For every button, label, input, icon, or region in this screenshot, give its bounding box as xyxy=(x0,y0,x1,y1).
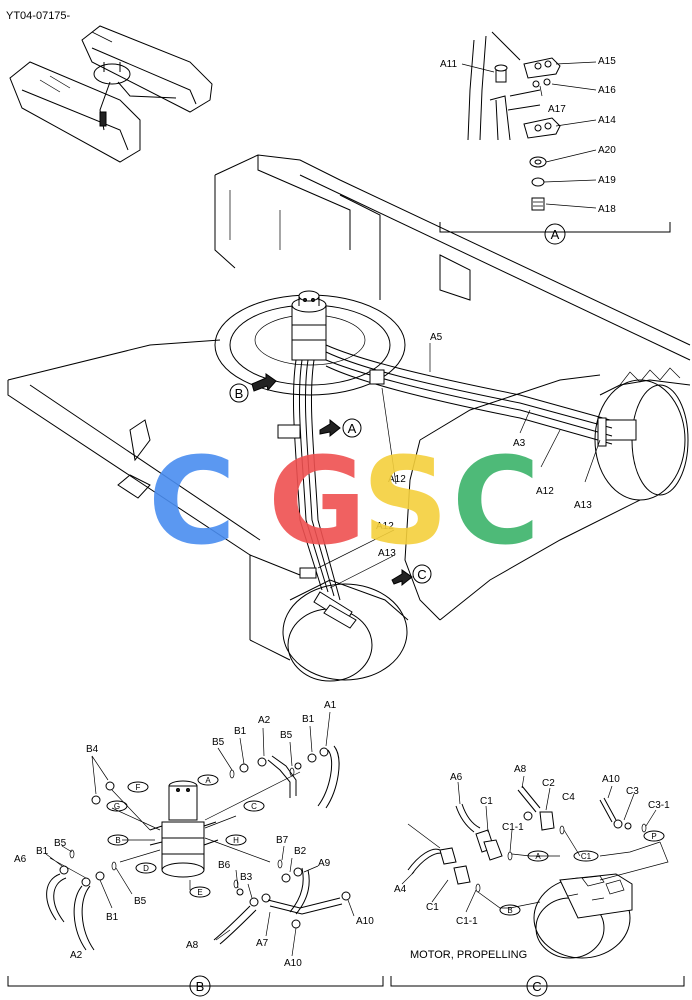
label-b5-top: B5 xyxy=(212,737,225,748)
label-b3: B3 xyxy=(240,872,253,883)
label-b1-top-left: B1 xyxy=(234,726,247,737)
machine-thumbnail xyxy=(9,25,213,163)
label-a12-center: A12 xyxy=(388,474,406,485)
detail-c-propelling-motor: C A C1 P xyxy=(390,764,685,997)
oval-c: C xyxy=(251,802,257,811)
oval-c-a: A xyxy=(535,852,541,861)
callout-b-detail: B xyxy=(196,979,205,994)
label-a2: A2 xyxy=(70,950,83,961)
label-a19: A19 xyxy=(598,175,616,186)
label-c4: C4 xyxy=(562,792,575,803)
label-b2: B2 xyxy=(294,846,307,857)
label-c1-bottom: C1 xyxy=(426,902,439,913)
oval-f: F xyxy=(136,783,141,792)
port-ovals: A F C G B H D E xyxy=(106,774,265,898)
oval-d: D xyxy=(143,864,149,873)
detail-a-clamp: A A11 A15 xyxy=(439,31,671,245)
label-c-a6: A6 xyxy=(450,772,463,783)
label-a14: A14 xyxy=(598,115,616,126)
watermark-letter-1: C xyxy=(148,433,236,572)
oval-e: E xyxy=(197,888,202,897)
label-a5: A5 xyxy=(430,332,443,343)
label-b5-top-right: B5 xyxy=(280,730,293,741)
watermark-letter-2: G xyxy=(268,433,367,572)
label-a20: A20 xyxy=(598,145,616,156)
label-c1-1-bottom: C1-1 xyxy=(456,916,478,927)
oval-c-p: P xyxy=(651,832,656,841)
cgsc-watermark: C G S C xyxy=(148,433,540,572)
label-b1-left: B1 xyxy=(36,846,49,857)
document-id: YT04-07175- xyxy=(6,10,71,22)
label-a10-bottom: A10 xyxy=(284,958,302,969)
callout-a-main: A xyxy=(348,421,357,436)
label-a6: A6 xyxy=(14,854,27,865)
oval-h: H xyxy=(233,836,239,845)
main-undercarriage-view: B A C A5 A3 A12 A12 A13 A12 A13 xyxy=(7,154,691,682)
label-b5-left: B5 xyxy=(54,838,67,849)
label-a18: A18 xyxy=(598,204,616,215)
label-a13-right: A13 xyxy=(574,500,592,511)
label-a9: A9 xyxy=(318,858,331,869)
label-b6: B6 xyxy=(218,860,231,871)
label-c2: C2 xyxy=(542,778,555,789)
callout-c-detail: C xyxy=(532,979,541,994)
callout-b-main: B xyxy=(235,386,244,401)
watermark-letter-3: S xyxy=(362,433,448,572)
label-a11: A11 xyxy=(440,59,457,70)
oval-g: G xyxy=(114,802,120,811)
motor-caption: MOTOR, PROPELLING xyxy=(410,949,527,961)
label-a17: A17 xyxy=(548,104,566,115)
label-a13-lower: A13 xyxy=(378,548,396,559)
label-a7: A7 xyxy=(256,938,269,949)
label-c1-top: C1 xyxy=(480,796,493,807)
detail-b-swivel-joint: B xyxy=(7,700,384,997)
label-a16: A16 xyxy=(598,85,616,96)
label-b7: B7 xyxy=(276,835,289,846)
label-c-a8: A8 xyxy=(514,764,527,775)
watermark-letter-4: C xyxy=(452,433,540,572)
oval-a: A xyxy=(205,776,211,785)
label-a10-right: A10 xyxy=(356,916,374,927)
callout-c-main: C xyxy=(417,567,426,582)
label-a2-top: A2 xyxy=(258,715,271,726)
oval-b: B xyxy=(115,836,120,845)
oval-c-b: B xyxy=(507,906,512,915)
label-a8: A8 xyxy=(186,940,199,951)
label-c1-1-top: C1-1 xyxy=(502,822,524,833)
label-b4: B4 xyxy=(86,744,99,755)
label-c3: C3 xyxy=(626,786,639,797)
label-a12-lower: A12 xyxy=(376,521,394,532)
oval-c-c1: C1 xyxy=(581,852,592,861)
label-c-a10: A10 xyxy=(602,774,620,785)
label-c3-1: C3-1 xyxy=(648,800,670,811)
label-a1: A1 xyxy=(324,700,337,711)
label-b1-lower: B1 xyxy=(106,912,119,923)
label-a3: A3 xyxy=(513,438,526,449)
label-a12-right: A12 xyxy=(536,486,554,497)
label-b1-top-right: B1 xyxy=(302,714,315,725)
label-a15: A15 xyxy=(598,56,616,67)
label-b5-lower: B5 xyxy=(134,896,147,907)
label-c-a4: A4 xyxy=(394,884,407,895)
callout-a-detail: A xyxy=(551,227,560,242)
